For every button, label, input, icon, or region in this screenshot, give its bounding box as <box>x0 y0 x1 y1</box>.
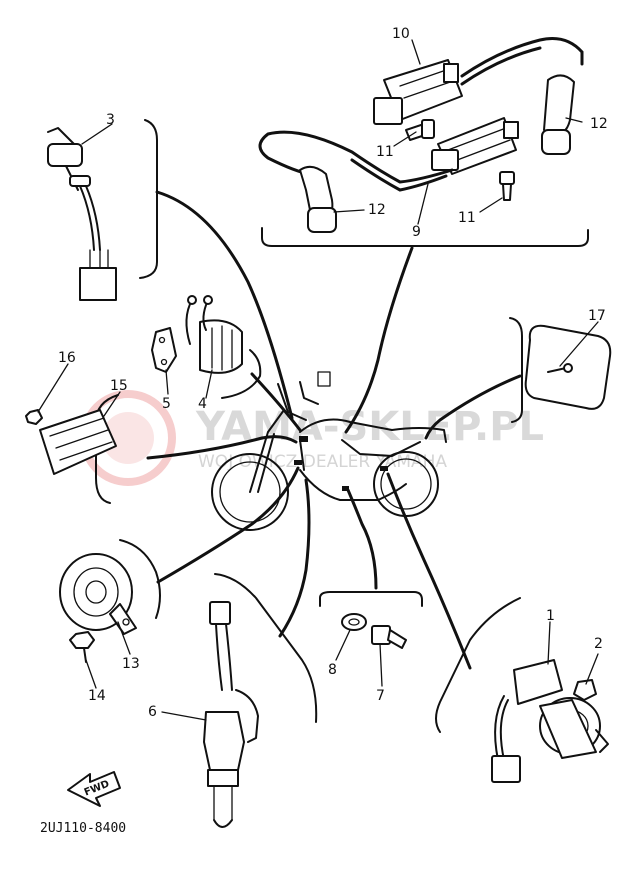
callout-17: 17 <box>588 308 606 324</box>
callout-3: 3 <box>106 112 115 128</box>
callout-5: 5 <box>162 396 171 412</box>
rear-wheel <box>373 451 439 517</box>
callout-14: 14 <box>88 688 106 704</box>
callout-9: 9 <box>412 224 421 240</box>
part-plug-cap-12-right <box>541 74 575 155</box>
part-bolt-11-lower <box>499 171 515 201</box>
part-bolt-14 <box>69 631 95 663</box>
part-plug-cap-12-left <box>299 165 337 233</box>
callout-8: 8 <box>328 662 337 678</box>
callout-12-left: 12 <box>368 202 386 218</box>
front-wheel <box>211 453 289 531</box>
callout-15: 15 <box>110 378 128 394</box>
callout-numbers: 10 11 11 12 12 9 3 4 5 15 16 17 13 14 6 … <box>58 26 608 720</box>
part-bracket-5 <box>151 327 177 373</box>
motorcycle-outline <box>211 371 447 531</box>
watermark-title: YAMA-SKLEP.PL <box>195 404 544 450</box>
callout-1: 1 <box>546 608 555 624</box>
part-code: 2UJ110-8400 <box>40 821 126 836</box>
callout-16: 16 <box>58 350 76 366</box>
part-main-switch-1 <box>491 659 609 783</box>
part-screw-2 <box>573 679 597 701</box>
part-reflector-17 <box>524 324 612 410</box>
group-brackets <box>95 119 589 733</box>
part-reflector-15 <box>39 409 117 475</box>
part-ignition-coil-9 <box>258 117 519 192</box>
callout-7: 7 <box>376 688 385 704</box>
callout-leaders <box>37 39 599 721</box>
callout-13: 13 <box>122 656 140 672</box>
callout-4: 4 <box>198 396 207 412</box>
part-bolt-7 <box>371 625 407 649</box>
watermark-subtitle: WOJ OWICZ DEALER YAMAHA <box>198 452 447 472</box>
part-bolt-11-upper <box>405 119 435 141</box>
part-switch-3 <box>47 127 117 301</box>
part-horn-13 <box>59 553 137 635</box>
callout-6: 6 <box>148 704 157 720</box>
callout-2: 2 <box>594 636 603 652</box>
part-relay-4 <box>185 295 243 374</box>
callout-10: 10 <box>392 26 410 42</box>
callout-12-right: 12 <box>590 116 608 132</box>
fwd-arrow: FWD <box>67 771 121 807</box>
watermark: YAMA-SKLEP.PL WOJ OWICZ DEALER YAMAHA <box>80 390 544 486</box>
part-washer-8 <box>341 613 367 631</box>
part-switch-6 <box>203 601 259 828</box>
callout-11-upper: 11 <box>376 144 394 160</box>
part-ignition-coil-10 <box>373 37 584 125</box>
part-nut-16 <box>25 409 43 425</box>
watermark-logo-core <box>102 412 154 464</box>
callout-11-lower: 11 <box>458 210 476 226</box>
